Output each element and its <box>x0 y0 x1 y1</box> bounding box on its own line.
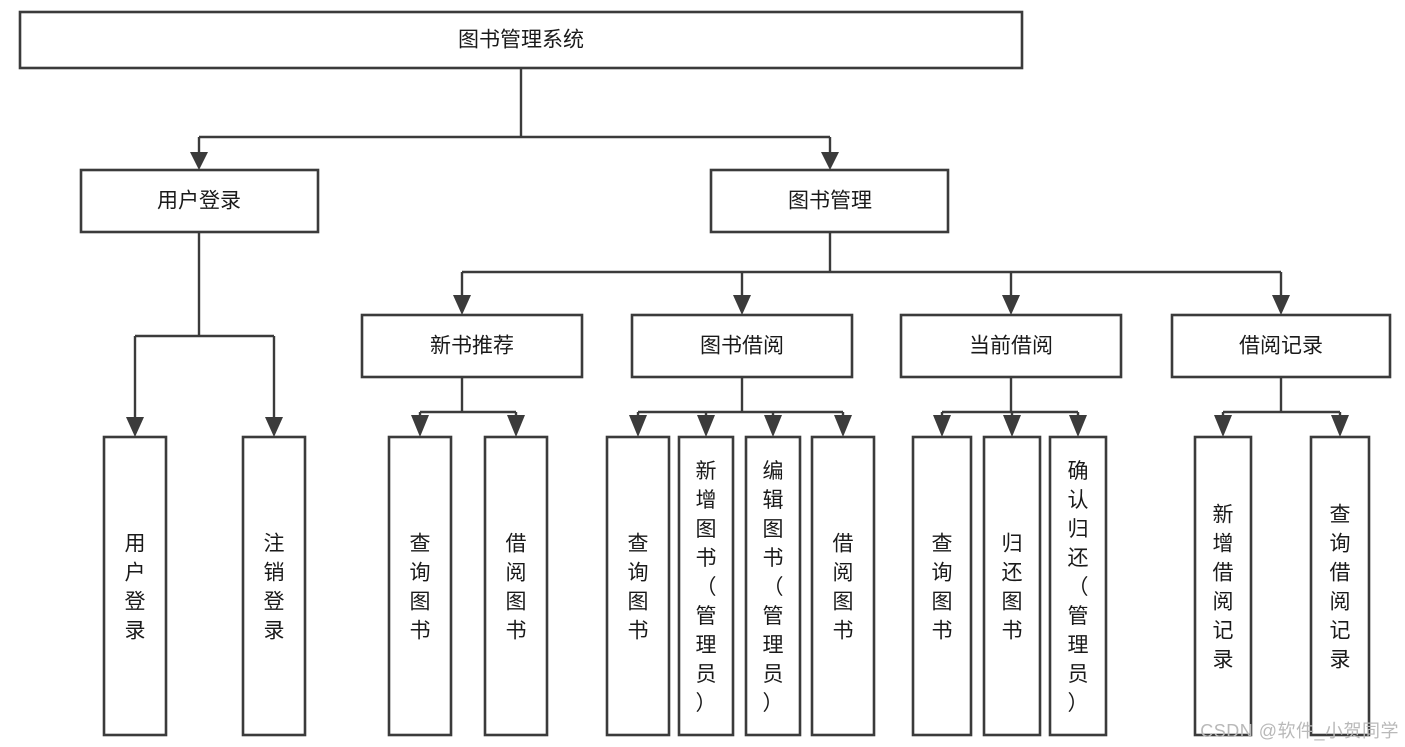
leaf-query-book-borrow[interactable]: 查询图书 <box>605 435 671 737</box>
arrow-user-login-to-leaf1 <box>126 417 144 437</box>
leaf-return-book-box[interactable] <box>982 435 1042 737</box>
leaf-edit-book-admin-label: 编辑图书（管理员） <box>763 460 784 715</box>
leaf-add-borrow-record-label: 新增借阅记录 <box>1213 504 1234 672</box>
node-root[interactable]: 图书管理系统 <box>18 10 1024 70</box>
arrow-borrow-records-to-leaf2 <box>1331 415 1349 437</box>
arrow-new-book-to-leaf2 <box>507 415 525 437</box>
node-book-borrow-box[interactable] <box>630 313 854 379</box>
leaf-user-login-box[interactable] <box>102 435 168 737</box>
csdn-watermark: CSDN @软件_小贺同学 <box>1200 721 1399 741</box>
arrow-new-book-to-leaf1 <box>411 415 429 437</box>
leaf-return-book-label: 归还图书 <box>1002 533 1023 643</box>
arrow-root-to-book-manage <box>821 152 839 170</box>
node-borrow-records[interactable]: 借阅记录 <box>1170 313 1392 379</box>
leaf-confirm-return-admin-box[interactable] <box>1048 435 1108 737</box>
node-book-manage-box[interactable] <box>709 168 950 234</box>
leaf-confirm-return-admin-label: 确认归还（管理员） <box>1068 460 1089 715</box>
leaf-query-book-borrow-label: 查询图书 <box>628 533 649 643</box>
node-root-box[interactable] <box>18 10 1024 70</box>
leaf-borrow-book-rec-box[interactable] <box>483 435 549 737</box>
node-book-borrow[interactable]: 图书借阅 <box>630 313 854 379</box>
node-book-manage[interactable]: 图书管理 <box>709 168 950 234</box>
arrow-borrow-records-to-leaf1 <box>1214 415 1232 437</box>
leaf-query-book-rec-label: 查询图书 <box>410 533 431 643</box>
leaf-query-book-rec-box[interactable] <box>387 435 453 737</box>
node-current-borrow-label: 当前借阅 <box>969 335 1053 358</box>
node-root-label: 图书管理系统 <box>458 29 584 52</box>
leaf-user-logout-box[interactable] <box>241 435 307 737</box>
leaf-user-login-label: 用户登录 <box>125 533 146 643</box>
leaf-user-logout[interactable]: 注销登录 <box>241 435 307 737</box>
leaf-add-book-admin-label: 新增图书（管理员） <box>696 460 717 715</box>
leaf-borrow-book-rec[interactable]: 借阅图书 <box>483 435 549 737</box>
leaf-user-logout-label: 注销登录 <box>264 533 285 643</box>
leaf-query-book-current-label: 查询图书 <box>932 533 953 643</box>
arrow-current-borrow-to-leaf3 <box>1069 415 1087 437</box>
leaf-add-borrow-record-box[interactable] <box>1193 435 1253 737</box>
leaf-add-book-admin-box[interactable] <box>677 435 735 737</box>
leaf-borrow-book-label: 借阅图书 <box>833 533 854 643</box>
leaf-borrow-book-rec-label: 借阅图书 <box>506 533 527 643</box>
leaf-edit-book-admin[interactable]: 编辑图书（管理员） <box>744 435 802 737</box>
connector-layer <box>126 68 1349 437</box>
node-borrow-records-box[interactable] <box>1170 313 1392 379</box>
node-current-borrow[interactable]: 当前借阅 <box>899 313 1123 379</box>
node-user-login[interactable]: 用户登录 <box>79 168 320 234</box>
arrow-user-login-to-leaf2 <box>265 417 283 437</box>
leaf-query-book-current[interactable]: 查询图书 <box>911 435 973 737</box>
arrow-book-manage-to-current-borrow <box>1002 295 1020 315</box>
leaf-query-book-current-box[interactable] <box>911 435 973 737</box>
leaf-query-borrow-record[interactable]: 查询借阅记录 <box>1309 435 1371 737</box>
node-new-book-recommend[interactable]: 新书推荐 <box>360 313 584 379</box>
leaf-query-borrow-record-label: 查询借阅记录 <box>1330 504 1351 672</box>
leaf-edit-book-admin-box[interactable] <box>744 435 802 737</box>
leaf-query-book-borrow-box[interactable] <box>605 435 671 737</box>
arrow-book-manage-to-book-borrow <box>733 295 751 315</box>
node-current-borrow-box[interactable] <box>899 313 1123 379</box>
arrow-book-borrow-to-leaf3 <box>764 415 782 437</box>
leaf-query-book-rec[interactable]: 查询图书 <box>387 435 453 737</box>
leaf-borrow-book[interactable]: 借阅图书 <box>810 435 876 737</box>
node-user-login-box[interactable] <box>79 168 320 234</box>
leaf-return-book[interactable]: 归还图书 <box>982 435 1042 737</box>
node-borrow-records-label: 借阅记录 <box>1239 335 1323 358</box>
arrow-book-manage-to-borrow-records <box>1272 295 1290 315</box>
leaf-query-borrow-record-box[interactable] <box>1309 435 1371 737</box>
node-new-book-recommend-label: 新书推荐 <box>430 335 514 358</box>
arrow-book-borrow-to-leaf2 <box>697 415 715 437</box>
leaf-borrow-book-box[interactable] <box>810 435 876 737</box>
arrow-current-borrow-to-leaf1 <box>933 415 951 437</box>
leaf-add-borrow-record[interactable]: 新增借阅记录 <box>1193 435 1253 737</box>
leaf-confirm-return-admin[interactable]: 确认归还（管理员） <box>1048 435 1108 737</box>
arrow-root-to-user-login <box>190 152 208 170</box>
node-book-borrow-label: 图书借阅 <box>700 335 784 358</box>
node-new-book-recommend-box[interactable] <box>360 313 584 379</box>
leaf-add-book-admin[interactable]: 新增图书（管理员） <box>677 435 735 737</box>
arrow-book-manage-to-new-book <box>453 295 471 315</box>
arrow-current-borrow-to-leaf2 <box>1003 415 1021 437</box>
node-user-login-label: 用户登录 <box>157 190 241 213</box>
leaf-user-login[interactable]: 用户登录 <box>102 435 168 737</box>
arrow-book-borrow-to-leaf1 <box>629 415 647 437</box>
arrow-book-borrow-to-leaf4 <box>834 415 852 437</box>
node-book-manage-label: 图书管理 <box>788 190 872 213</box>
